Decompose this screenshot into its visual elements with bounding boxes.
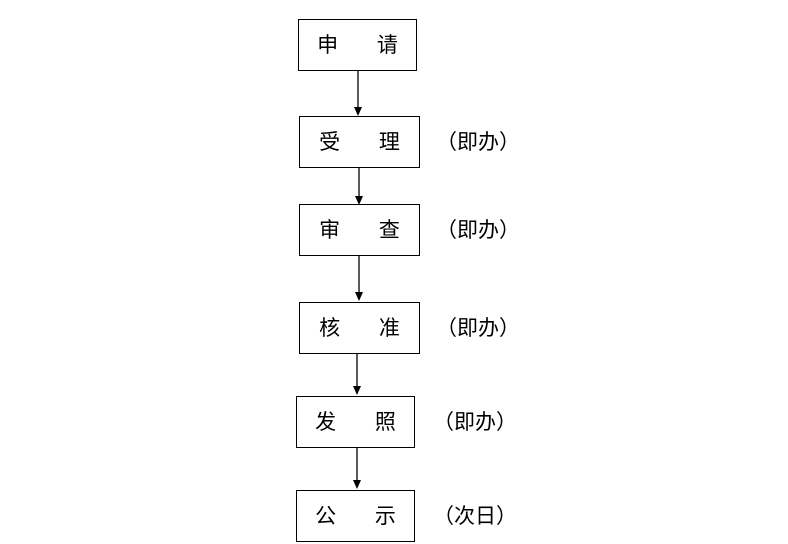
connector-arrow-1 [351,71,365,117]
flow-step-4: 核 准 （即办） [0,302,788,354]
flow-step-2: 受 理 （即办） [0,116,788,168]
connector-arrow-3 [352,256,366,302]
step-note-issue-license: （即办） [433,409,517,434]
step-box-acceptance[interactable]: 受 理 [299,116,420,168]
connector-arrow-4 [350,354,364,396]
step-label: 申 请 [317,32,414,57]
flow-step-5: 发 照 （即办） [0,396,788,448]
step-note-public-notice: （次日） [433,503,517,528]
step-box-approval[interactable]: 核 准 [299,302,420,354]
step-box-public-notice[interactable]: 公 示 [296,490,415,542]
step-box-review[interactable]: 审 查 [299,204,420,256]
step-box-issue-license[interactable]: 发 照 [296,396,415,448]
step-label: 审 查 [319,217,416,242]
connector-arrow-2 [352,168,366,206]
step-label: 公 示 [315,503,412,528]
step-box-application[interactable]: 申 请 [298,19,417,71]
step-label: 受 理 [319,129,416,154]
step-label: 核 准 [319,315,416,340]
step-note-review: （即办） [436,217,520,242]
flow-step-1: 申 请 [0,19,788,71]
flow-step-6: 公 示 （次日） [0,490,788,542]
step-label: 发 照 [315,409,412,434]
step-note-acceptance: （即办） [436,129,520,154]
connector-arrow-5 [350,448,364,490]
flow-step-3: 审 查 （即办） [0,204,788,256]
step-note-approval: （即办） [436,315,520,340]
